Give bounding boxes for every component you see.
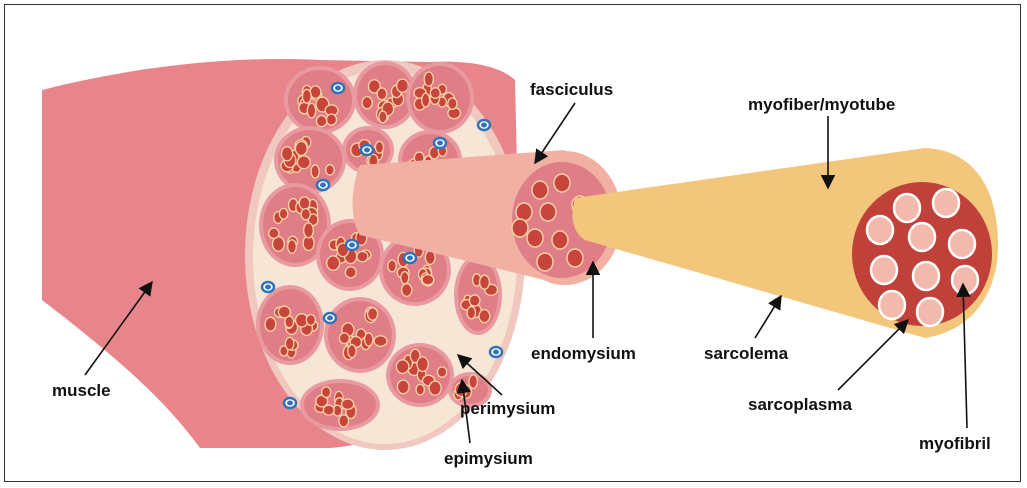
muscle-fiber bbox=[397, 380, 409, 394]
fasciculus-fiber bbox=[540, 203, 556, 221]
myofibril bbox=[917, 298, 943, 326]
muscle-fiber bbox=[455, 383, 467, 397]
label-epimysium: epimysium bbox=[444, 449, 533, 468]
fasciculus-fiber bbox=[532, 181, 548, 199]
myofibril bbox=[913, 262, 939, 290]
fascicle bbox=[406, 62, 474, 134]
muscle-fiber bbox=[295, 142, 307, 156]
muscle-fiber bbox=[279, 208, 287, 219]
muscle-fiber bbox=[379, 111, 387, 123]
myofibril bbox=[909, 223, 935, 251]
muscle-fiber bbox=[364, 333, 372, 346]
muscle-fiber bbox=[422, 275, 434, 285]
muscle-fiber bbox=[322, 387, 331, 398]
muscle-fiber bbox=[480, 275, 490, 289]
muscle-fiber bbox=[416, 384, 424, 395]
muscle-fiber bbox=[401, 272, 409, 284]
fascicle bbox=[324, 297, 396, 373]
fascicle bbox=[300, 379, 380, 431]
muscle-fiber bbox=[342, 399, 354, 409]
myofibril bbox=[867, 216, 893, 244]
muscle-fiber bbox=[339, 415, 349, 427]
label-perimysium: perimysium bbox=[460, 399, 555, 418]
fasciculus-fiber bbox=[512, 219, 528, 237]
fasciculus-fiber bbox=[567, 249, 583, 267]
muscle-fiber bbox=[397, 79, 409, 92]
fasciculus-fiber bbox=[516, 203, 532, 221]
muscle-fiber bbox=[345, 267, 356, 278]
muscle-fiber bbox=[374, 336, 387, 347]
myofibril bbox=[894, 194, 920, 222]
fasciculus-fiber bbox=[537, 253, 553, 271]
muscle-fiber bbox=[301, 209, 310, 220]
muscle-fiber bbox=[357, 251, 368, 261]
muscle-fiber bbox=[469, 295, 480, 306]
label-sarcolema: sarcolema bbox=[704, 344, 789, 363]
fasciculus-fiber bbox=[527, 229, 543, 247]
muscle-fiber bbox=[278, 306, 290, 318]
muscle-fiber bbox=[362, 97, 372, 109]
myofibril bbox=[871, 256, 897, 284]
muscle-fiber bbox=[281, 147, 292, 161]
sarcolema-arrow bbox=[755, 296, 781, 338]
muscle-fiber bbox=[288, 240, 297, 254]
muscle-fiber bbox=[307, 103, 315, 118]
muscle-fiber bbox=[437, 367, 446, 377]
label-fasciculus: fasciculus bbox=[530, 80, 613, 99]
muscle-fiber bbox=[265, 317, 276, 331]
muscle-fiber bbox=[448, 98, 457, 109]
label-myofiber: myofiber/myotube bbox=[748, 95, 895, 114]
fasciculus-fiber bbox=[554, 174, 570, 192]
muscle-fiber bbox=[285, 337, 293, 349]
fascicle bbox=[386, 343, 454, 407]
fasciculus-fiber bbox=[552, 231, 568, 249]
muscle-fiber bbox=[479, 310, 490, 323]
muscle-fiber bbox=[304, 223, 314, 238]
muscle-fiber bbox=[469, 375, 477, 389]
muscle-fiber bbox=[417, 357, 428, 372]
muscle-fiber bbox=[377, 88, 387, 100]
label-muscle: muscle bbox=[52, 381, 111, 400]
fascicle bbox=[284, 66, 356, 134]
muscle-fiber bbox=[297, 156, 310, 169]
myofibril bbox=[952, 266, 978, 294]
muscle-fiber bbox=[316, 116, 326, 127]
muscle-fiber bbox=[348, 345, 356, 358]
muscle-fiber bbox=[269, 228, 279, 238]
muscle-fiber bbox=[429, 381, 441, 395]
muscle-fiber bbox=[327, 256, 340, 270]
myofibril bbox=[933, 189, 959, 217]
muscle-fiber bbox=[430, 88, 440, 99]
muscle-fiber bbox=[311, 165, 319, 178]
myofibril bbox=[879, 291, 905, 319]
muscle-fiber bbox=[375, 141, 383, 153]
muscle-fiber bbox=[422, 93, 430, 107]
muscle-fiber bbox=[299, 197, 310, 210]
muscle-fiber bbox=[323, 405, 334, 415]
sarcoplasma-arrow bbox=[838, 320, 908, 390]
muscle-fiber bbox=[306, 314, 315, 325]
muscle-fiber bbox=[402, 284, 412, 297]
muscle-fiber bbox=[388, 260, 396, 272]
muscle-fiber bbox=[396, 360, 409, 374]
muscle-fiber bbox=[424, 72, 433, 86]
muscle-fiber bbox=[467, 307, 475, 319]
label-myofibril: myofibril bbox=[919, 434, 991, 453]
fascicle bbox=[274, 126, 346, 194]
muscle-fiber bbox=[326, 165, 334, 175]
fascicle bbox=[256, 285, 324, 365]
muscle-fiber bbox=[326, 114, 336, 125]
label-sarcoplasma: sarcoplasma bbox=[748, 395, 852, 414]
muscle-fiber bbox=[302, 89, 311, 103]
myofibril bbox=[949, 230, 975, 258]
label-endomysium: endomysium bbox=[531, 344, 636, 363]
muscle-fiber bbox=[368, 308, 378, 321]
